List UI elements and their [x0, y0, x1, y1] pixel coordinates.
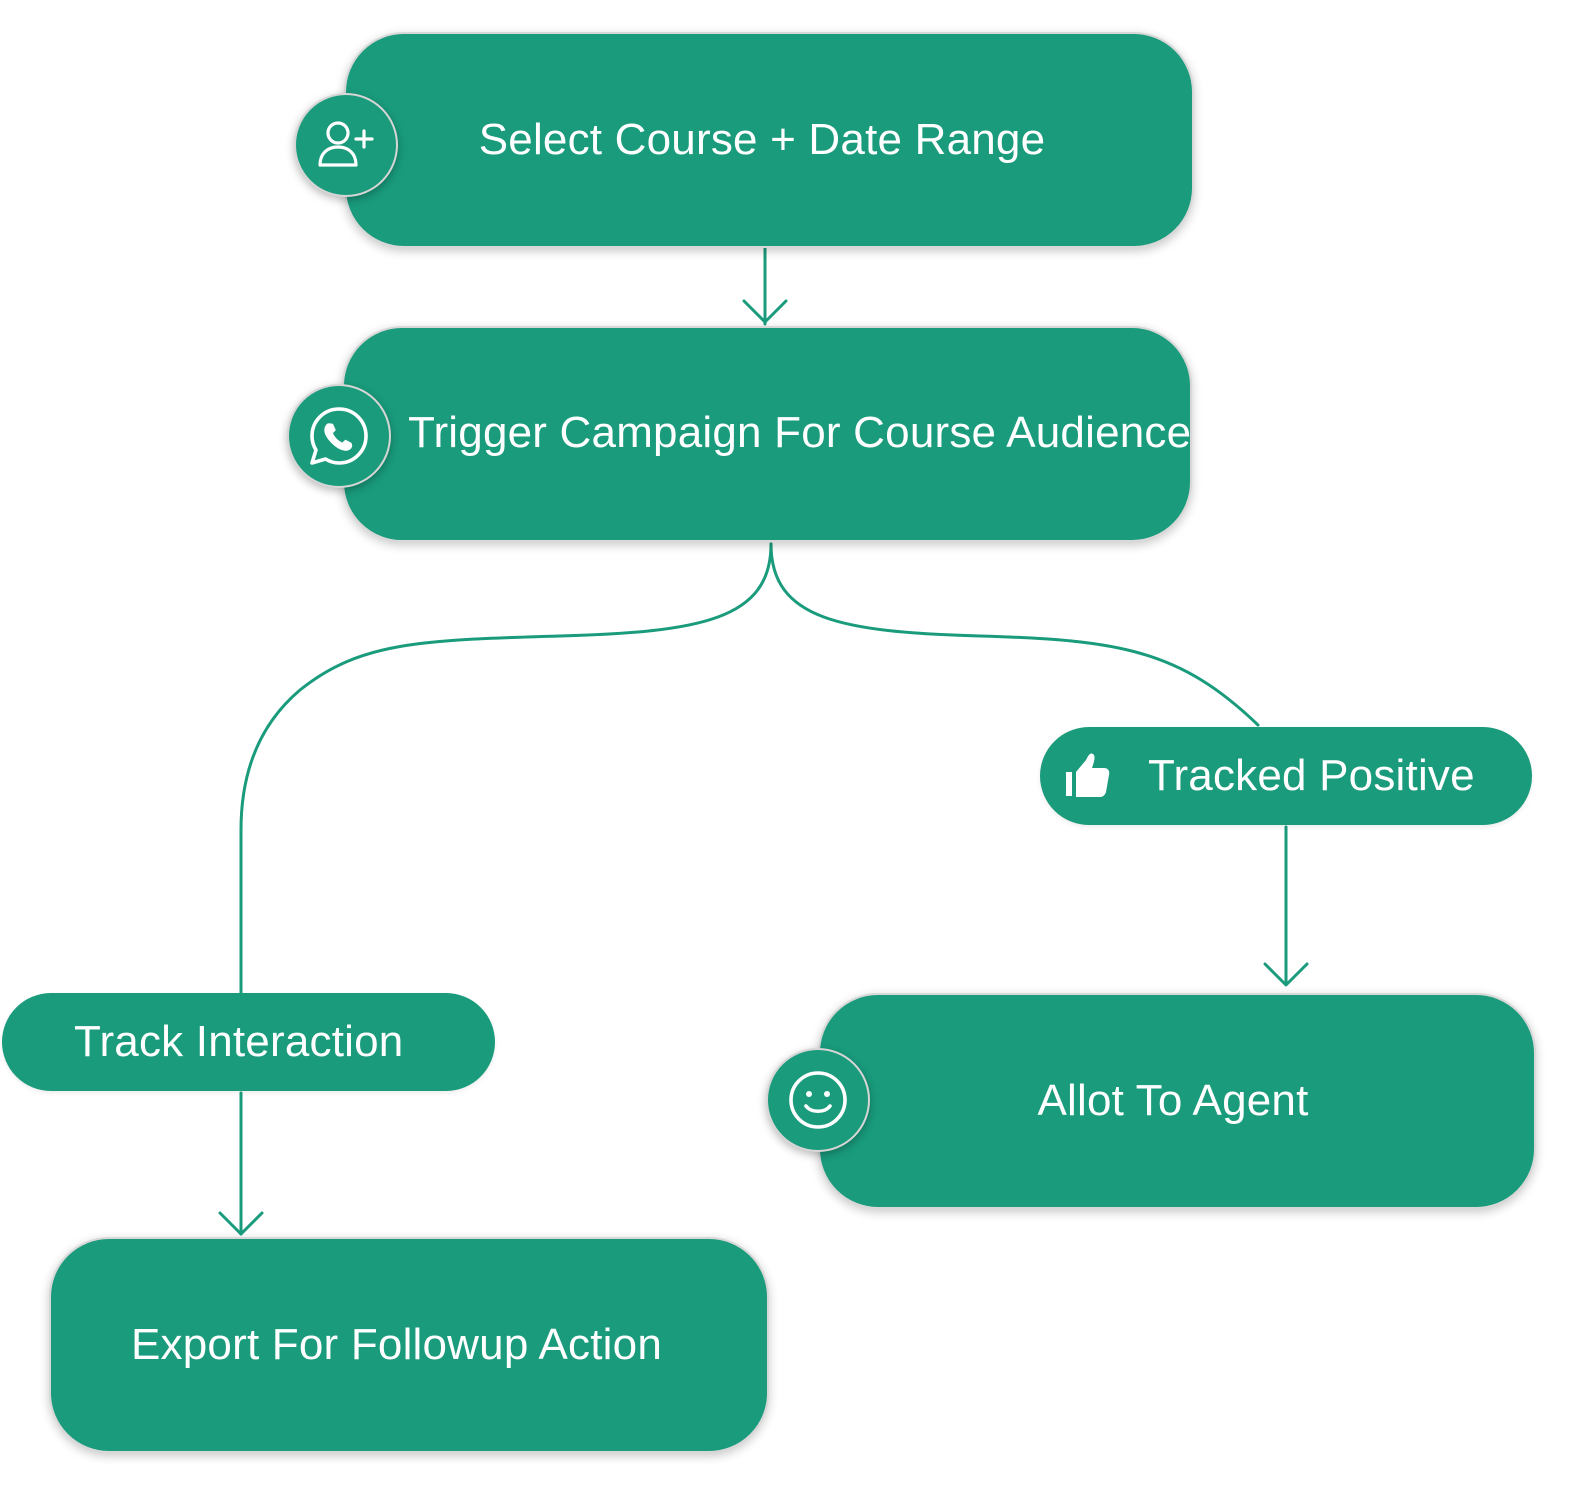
node-label: Tracked Positive: [1148, 751, 1475, 800]
node-label: Trigger Campaign For Course Audience: [408, 408, 1192, 457]
whatsapp-icon: [287, 384, 391, 488]
node-label: Select Course + Date Range: [478, 115, 1046, 164]
node-label: Track Interaction: [74, 1017, 404, 1066]
arrowhead-trigger: [742, 299, 788, 324]
node-label: Allot To Agent: [1037, 1076, 1309, 1125]
node-allot-agent: Allot To Agent: [818, 993, 1536, 1209]
node-export-followup: Export For Followup Action: [49, 1237, 769, 1453]
edge-trigger-to-track-interaction: [239, 542, 773, 995]
arrowhead-export: [218, 1211, 264, 1236]
smiley-icon: [766, 1048, 870, 1152]
node-trigger-campaign: Trigger Campaign For Course Audience: [342, 326, 1192, 542]
node-track-interaction: Track Interaction: [2, 993, 495, 1091]
arrowhead-allot: [1263, 962, 1309, 987]
node-tracked-positive: Tracked Positive: [1040, 727, 1532, 825]
node-label: Export For Followup Action: [131, 1320, 662, 1369]
node-select-course: Select Course + Date Range: [344, 32, 1194, 248]
edge-trigger-to-tracked-positive: [769, 542, 1260, 727]
user-plus-icon: [294, 93, 398, 197]
thumbs-up-icon: [1060, 748, 1116, 809]
